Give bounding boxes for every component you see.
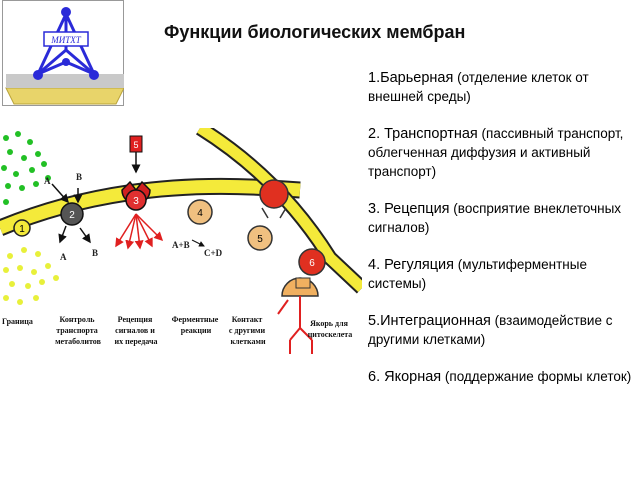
- caption-boundary: Граница: [2, 317, 33, 326]
- marker-6-label: 6: [309, 258, 315, 269]
- marker-4-label: 4: [197, 208, 203, 219]
- label-b-bottom: B: [92, 248, 98, 258]
- diagram-captions: Граница Контроль транспорта метаболитов …: [2, 315, 352, 346]
- caption-transport-1: Контроль: [59, 315, 95, 324]
- marker-4: [187, 199, 213, 225]
- function-barrier: 1.Барьерная (отделение клеток от внешней…: [368, 68, 638, 106]
- svg-text:Граница: Граница: [2, 317, 33, 326]
- label-cd: C+D: [204, 248, 223, 258]
- inner-molecules: [3, 247, 59, 305]
- marker-6: [298, 248, 326, 276]
- cytoskeleton-anchor: [277, 296, 313, 354]
- function-desc: (поддержание формы клеток): [441, 369, 632, 384]
- function-desc: (восприятие внеклеточных сигналов): [368, 201, 622, 235]
- caption-anchor-2: цитоскелета: [308, 330, 353, 339]
- caption-transport-2: транспорта: [56, 326, 98, 335]
- function-transport: 2. Транспортная (пассивный транспорт, об…: [368, 124, 638, 181]
- function-name: 2. Транспортная: [368, 126, 478, 142]
- function-anchor: 6. Якорная (поддержание формы клеток): [368, 367, 638, 386]
- membrane-diagram: 1 2 A B A B 5 3 4 A+B C+D: [0, 121, 368, 368]
- signal-box-label: 5: [133, 140, 138, 150]
- function-reception: 3. Рецепция (восприятие внеклеточных сиг…: [368, 199, 638, 237]
- svg-text:Контакт с другими: Контакт с другими клетками: [229, 315, 267, 346]
- function-integration: 5.Интеграционная (взаимодействие с други…: [368, 311, 638, 349]
- logo-text: МИТХТ: [50, 35, 81, 45]
- page-title: Функции биологических мембран: [164, 22, 466, 42]
- function-desc: (отделение клеток от внешней среды): [368, 70, 589, 104]
- functions-list: 1.Барьерная (отделение клеток от внешней…: [368, 68, 638, 404]
- function-regulation: 4. Регуляция (мультиферментные системы): [368, 255, 638, 293]
- caption-contact-1: Контакт: [232, 315, 263, 324]
- marker-2-label: 2: [69, 210, 75, 221]
- function-name: 3. Рецепция: [368, 201, 450, 217]
- signal-arrows: [115, 213, 164, 250]
- marker-3-label: 3: [133, 196, 139, 207]
- caption-transport-3: метаболитов: [55, 337, 102, 346]
- marker-5-label: 5: [257, 234, 263, 245]
- function-desc: (пассивный транспорт, облегченная диффуз…: [368, 126, 624, 179]
- label-a-top: A: [44, 176, 51, 186]
- caption-contact-2: с другими: [229, 326, 266, 335]
- function-name: 1.Барьерная: [368, 70, 454, 86]
- caption-anchor-1: Якорь для: [310, 319, 348, 328]
- caption-contact-3: клетками: [230, 337, 266, 346]
- marker-3: [125, 189, 147, 211]
- function-desc: (мультиферментные системы): [368, 257, 587, 291]
- function-name: 6. Якорная: [368, 369, 442, 385]
- caption-enzyme-2: реакции: [181, 326, 212, 335]
- function-name: 4. Регуляция: [368, 257, 455, 273]
- marker-5: [247, 225, 273, 251]
- svg-text:Контроль транспорта: Контроль транспорта метаболитов: [55, 315, 102, 346]
- function-desc: (взаимодействие с другими клетками): [368, 313, 613, 347]
- label-b-top: B: [76, 172, 82, 182]
- outer-molecules: [1, 131, 51, 205]
- function-name: 5.Интеграционная: [368, 313, 491, 329]
- label-a-bottom: A: [60, 252, 67, 262]
- label-ab: A+B: [172, 240, 190, 250]
- caption-reception-2: сигналов и: [115, 326, 155, 335]
- caption-reception-3: их передача: [115, 337, 158, 346]
- institute-logo: МИТХТ: [2, 0, 125, 106]
- marker-2: [60, 202, 84, 226]
- svg-text:Ферментные реакции: Ферментные реакции: [172, 315, 221, 335]
- marker-1-label: 1: [19, 224, 25, 235]
- marker-1: [13, 219, 31, 237]
- caption-reception-1: Рецепция: [118, 315, 153, 324]
- neighbor-membrane: [196, 121, 368, 294]
- svg-text:Рецепция сигналов и: Рецепция сигналов и их передача: [115, 315, 158, 346]
- caption-enzyme-1: Ферментные: [172, 315, 219, 324]
- svg-text:Якорь для цитоскелета: Якорь для цитоскелета: [308, 319, 353, 339]
